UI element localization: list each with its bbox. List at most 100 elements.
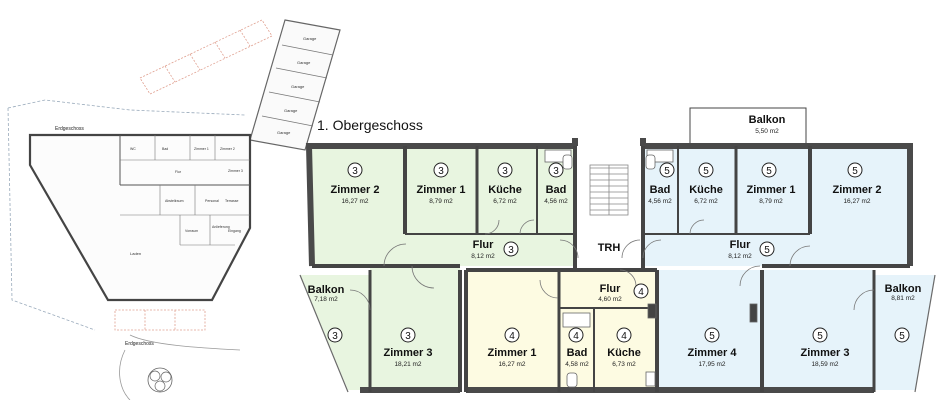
room-u5-zimmer3: 5 Zimmer 3 18,59 m2 [801, 327, 850, 368]
unit-number: 3 [332, 331, 338, 342]
garage-row: Garage Garage Garage Garage Garage [249, 19, 341, 151]
room-area: 8,79 m2 [429, 198, 453, 205]
room-u3-bad: 3 Bad 4,56 m2 [544, 162, 568, 205]
room-name: Flur [730, 239, 751, 251]
room-name: Küche [488, 184, 522, 196]
unit-number: 4 [621, 331, 627, 342]
stairwell [589, 164, 629, 216]
room-name: Zimmer 3 [384, 347, 433, 359]
room-u3-balkon: Balkon 7,18 m2 3 [308, 284, 345, 343]
room-area: 8,79 m2 [759, 198, 783, 205]
room-name: Bad [650, 184, 671, 196]
ground-room-label: Abstellraum [165, 199, 184, 203]
room-u5-zimmer4: 5 Zimmer 4 17,95 m2 [688, 327, 738, 368]
room-u3-kueche: 3 Küche 6,72 m2 [488, 162, 522, 205]
room-area: 16,27 m2 [498, 361, 525, 368]
room-name: Zimmer 1 [417, 184, 466, 196]
room-u3-flur: Flur 8,12 m2 3 [471, 239, 519, 260]
ground-room-label: Personal [205, 199, 219, 203]
ground-room-label: Laden [130, 251, 141, 256]
ground-room-label: Bad [162, 147, 168, 151]
room-area: 4,56 m2 [648, 198, 672, 205]
ground-room-label: Terrasse [225, 199, 238, 203]
room-u3-zimmer2: 3 Zimmer 2 16,27 m2 [331, 162, 380, 205]
upper-floor-title: 1. Obergeschoss [317, 117, 423, 133]
room-name: Küche [607, 347, 641, 359]
garage-label: Garage [291, 84, 305, 89]
unit-number: 5 [899, 331, 905, 342]
unit-number: 5 [764, 245, 770, 256]
room-name: Flur [600, 283, 621, 295]
room-area: 8,12 m2 [728, 253, 752, 260]
unit-number: 5 [817, 331, 823, 342]
unit-number: 3 [438, 166, 444, 177]
room-area: 17,95 m2 [698, 361, 725, 368]
unit-number: 3 [502, 166, 508, 177]
room-area: 4,58 m2 [565, 361, 589, 368]
room-name: Zimmer 3 [801, 347, 850, 359]
room-name: Zimmer 2 [331, 184, 380, 196]
room-u4-kueche: 4 Küche 6,73 m2 [607, 327, 641, 368]
bathroom-fixtures [544, 149, 758, 388]
room-area: 4,56 m2 [544, 198, 568, 205]
unit-number: 4 [638, 287, 644, 298]
unit-number: 5 [709, 331, 715, 342]
ground-floor-label: Erdgeschoss [125, 341, 154, 347]
unit-number: 5 [766, 166, 772, 177]
room-area: 4,60 m2 [598, 296, 622, 303]
room-area: 6,73 m2 [612, 361, 636, 368]
room-name: Zimmer 2 [833, 184, 882, 196]
room-name: Balkon [308, 284, 345, 296]
room-u5-bad: 5 Bad 4,56 m2 [648, 162, 675, 205]
room-u4-bad: 4 Bad 4,58 m2 [565, 327, 589, 368]
unit-number: 5 [852, 166, 858, 177]
unit-number: 4 [509, 331, 515, 342]
unit-number: 3 [352, 166, 358, 177]
room-name: Bad [546, 184, 567, 196]
ground-room-label: Vorraum [185, 229, 198, 233]
garage-label: Garage [277, 130, 291, 135]
room-name: Balkon [749, 114, 786, 126]
room-u5-flur: Flur 8,12 m2 5 [728, 239, 775, 260]
room-area: 8,81 m2 [891, 295, 915, 302]
ground-room-label: Zimmer 3 [228, 169, 243, 173]
room-area: 7,18 m2 [314, 296, 338, 303]
room-area: 16,27 m2 [341, 198, 368, 205]
room-u5-kueche: 5 Küche 6,72 m2 [689, 162, 723, 205]
stair-label: TRH [598, 242, 621, 254]
ground-room-label: WC [130, 147, 136, 151]
ground-floor-label-top: Erdgeschoss [55, 126, 84, 132]
unit-number: 5 [703, 166, 709, 177]
room-area: 16,27 m2 [843, 198, 870, 205]
room-name: Bad [567, 347, 588, 359]
room-area: 18,21 m2 [394, 361, 421, 368]
room-u5-balkon: Balkon 8,81 m2 5 [885, 283, 922, 343]
tree-icon [147, 367, 173, 393]
ground-room-label: Anlieferung [212, 225, 230, 229]
unit-number: 5 [664, 166, 670, 177]
balcony-top [689, 107, 807, 146]
room-name: Küche [689, 184, 723, 196]
ground-room-label: Flur [175, 170, 182, 174]
room-u4-flur: Flur 4,60 m2 4 [598, 283, 649, 303]
room-area: 6,72 m2 [694, 198, 718, 205]
room-area: 18,59 m2 [811, 361, 838, 368]
unit-number: 4 [573, 331, 579, 342]
room-u5-zimmer2: 5 Zimmer 2 16,27 m2 [833, 162, 882, 205]
room-area: 5,50 m2 [755, 128, 779, 135]
garage-label: Garage [297, 60, 311, 65]
room-u3-zimmer3: 3 Zimmer 3 18,21 m2 [384, 327, 433, 368]
unit-number: 3 [553, 166, 559, 177]
room-name: Flur [473, 239, 494, 251]
room-name: Zimmer 1 [488, 347, 537, 359]
parking-spaces [114, 19, 273, 331]
room-u5-zimmer1: 5 Zimmer 1 8,79 m2 [747, 162, 795, 205]
garage-label: Garage [284, 108, 298, 113]
room-name: Zimmer 4 [688, 347, 738, 359]
garage-label: Garage [303, 36, 317, 41]
ground-floor-plan: Garage Garage Garage Garage Garage [7, 19, 341, 401]
unit-number: 3 [405, 331, 411, 342]
ground-room-label: Zimmer 1 [194, 147, 209, 151]
